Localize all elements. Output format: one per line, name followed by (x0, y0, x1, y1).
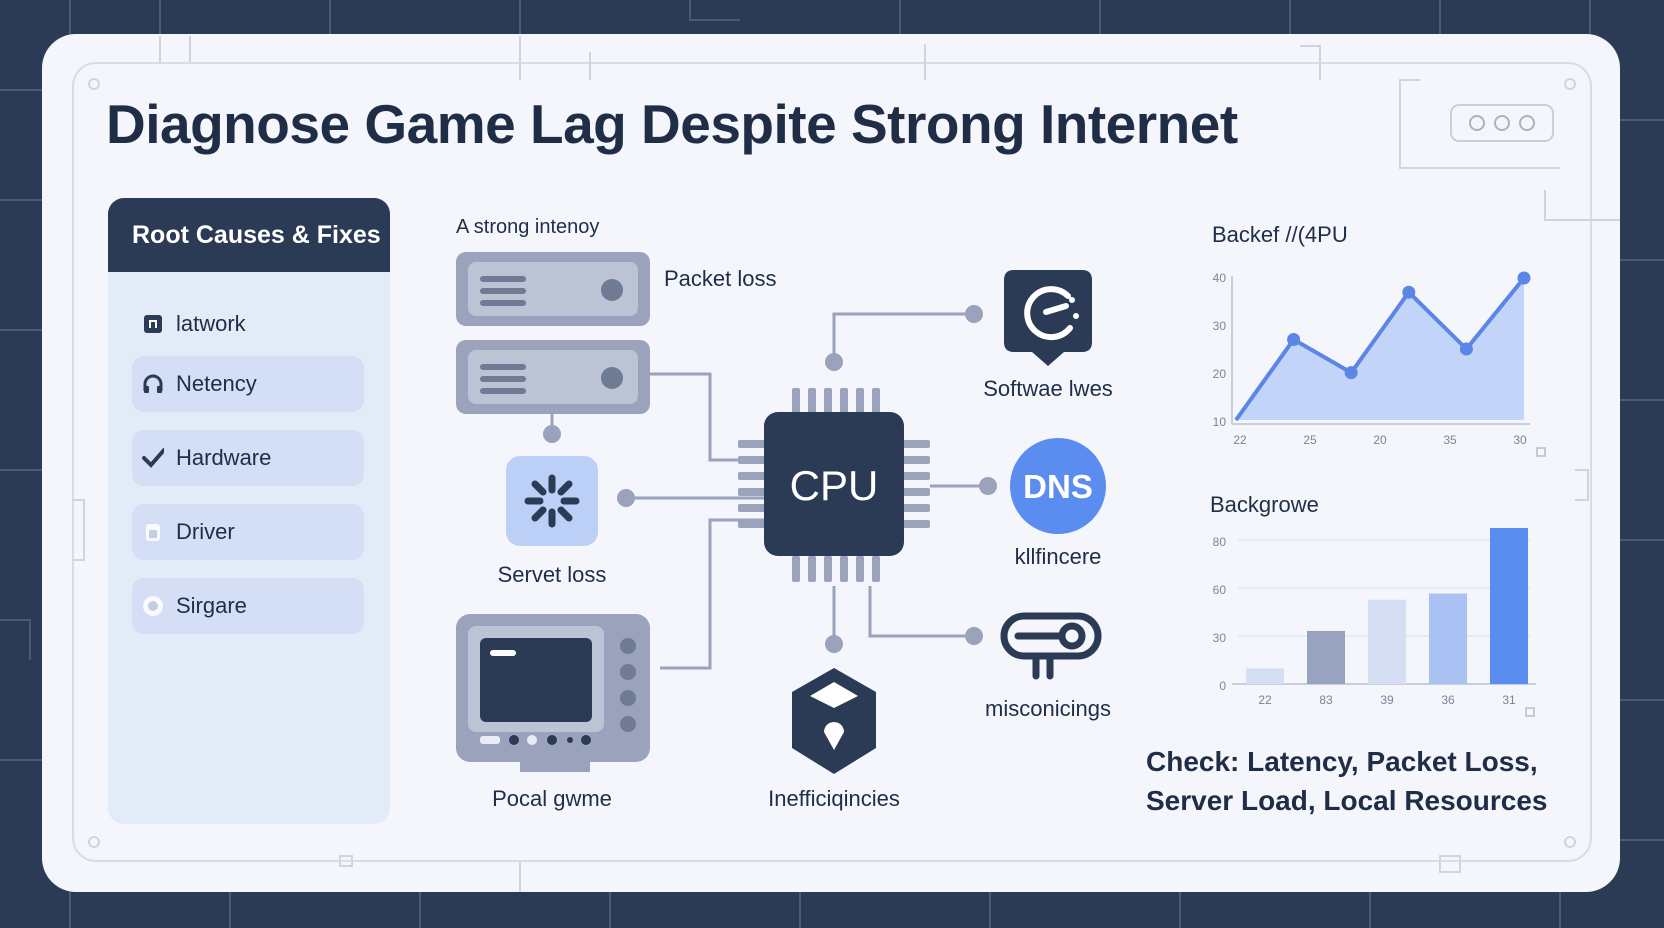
monitor-icon (456, 614, 650, 772)
dns-icon: DNS (1010, 438, 1106, 534)
circle-icon (142, 595, 164, 617)
y-tick-label: 30 (1213, 319, 1227, 333)
dns-label: DNS (1023, 468, 1093, 505)
sidebar-item-label: Netency (176, 371, 257, 396)
check-line-1: Check: Latency, Packet Loss, (1146, 746, 1538, 777)
sidebar-item-label: Hardware (176, 445, 272, 470)
label-pocal-game: Pocal gwme (492, 786, 612, 811)
data-point (1344, 366, 1358, 380)
file-icon (142, 521, 164, 543)
bar-chart-title: Backgrowe (1210, 492, 1319, 517)
label-misconfig: misconicings (985, 696, 1111, 721)
headphones-icon (142, 373, 164, 395)
label-servet-loss: Servet loss (497, 562, 607, 587)
chart-handle (1525, 707, 1535, 717)
label-packet-loss: Packet loss (664, 266, 777, 291)
check-summary: Check: Latency, Packet Loss, Server Load… (1146, 742, 1566, 820)
area-chart-title: Backef //(4PU (1212, 222, 1348, 247)
square-icon (142, 313, 164, 335)
snowflake-icon (506, 456, 598, 546)
x-tick-label: 22 (1258, 693, 1272, 707)
sidebar-header: Root Causes & Fixes (108, 198, 390, 272)
gauge-icon (1004, 270, 1092, 366)
sidebar-item-netency[interactable]: Netency (132, 356, 364, 412)
sidebar-item-driver[interactable]: Driver (132, 504, 364, 560)
sidebar-item-sirgare[interactable]: Sirgare (132, 578, 364, 634)
window-dot-icon (1493, 115, 1510, 131)
window-dot-icon (1468, 115, 1485, 131)
bar (1307, 630, 1345, 684)
label-software: Softwae lwes (983, 376, 1113, 401)
data-point (1402, 285, 1416, 299)
server-icon (456, 252, 650, 414)
y-tick-label: 0 (1219, 679, 1226, 693)
cpu-label: CPU (790, 462, 879, 509)
inner-frame (72, 62, 1592, 862)
bar-chart: 80 60 30 0 22 83 39 36 31 (1213, 528, 1536, 707)
bar (1246, 668, 1284, 684)
label-dns-caption: kllfincere (1014, 544, 1102, 569)
data-point (1287, 333, 1301, 347)
x-tick-label: 35 (1443, 433, 1457, 447)
bar (1429, 593, 1467, 684)
x-tick-label: 39 (1380, 693, 1394, 707)
diagram-subtitle: A strong intenoy (456, 216, 600, 238)
config-icon (1000, 612, 1102, 680)
window-dot-icon (1519, 115, 1536, 131)
data-point (1517, 271, 1531, 285)
cube-shield-icon (792, 668, 876, 774)
bar (1490, 528, 1528, 684)
label-inefficiencies: Inefficiqincies (768, 786, 900, 811)
sidebar-item-hardware[interactable]: Hardware (132, 430, 364, 486)
sidebar-item-label: Sirgare (176, 593, 247, 618)
y-tick-label: 40 (1213, 271, 1227, 285)
page-title: Diagnose Game Lag Despite Strong Interne… (106, 93, 1238, 155)
y-tick-label: 20 (1213, 367, 1227, 381)
chart-handle (1536, 447, 1546, 457)
y-tick-label: 60 (1213, 583, 1227, 597)
y-tick-label: 80 (1213, 535, 1227, 549)
x-tick-label: 30 (1513, 433, 1527, 447)
x-tick-label: 31 (1502, 693, 1516, 707)
frame-decor (72, 36, 1620, 892)
x-tick-label: 20 (1373, 433, 1387, 447)
x-tick-label: 36 (1441, 693, 1455, 707)
cpu-chip-icon: CPU (738, 388, 930, 582)
x-tick-label: 25 (1303, 433, 1317, 447)
area-fill (1236, 278, 1524, 420)
sidebar-item-label: latwork (176, 311, 246, 336)
y-tick-label: 30 (1213, 631, 1227, 645)
bar (1368, 599, 1406, 684)
check-line-2: Server Load, Local Resources (1146, 785, 1548, 816)
y-tick-label: 10 (1213, 415, 1227, 429)
x-tick-label: 83 (1319, 693, 1333, 707)
sidebar-item-latwork[interactable]: latwork (132, 296, 364, 352)
sidebar: Root Causes & Fixes latwork Netency Hard… (108, 198, 390, 824)
area-chart: 40 30 20 10 22 25 20 35 30 (1213, 271, 1531, 447)
window-controls[interactable] (1450, 104, 1554, 142)
x-tick-label: 22 (1233, 433, 1247, 447)
checkmark-icon (142, 447, 164, 469)
connector-dots (543, 305, 997, 653)
sidebar-item-label: Driver (176, 519, 235, 544)
data-point (1459, 342, 1473, 356)
area-line (1234, 276, 1526, 422)
